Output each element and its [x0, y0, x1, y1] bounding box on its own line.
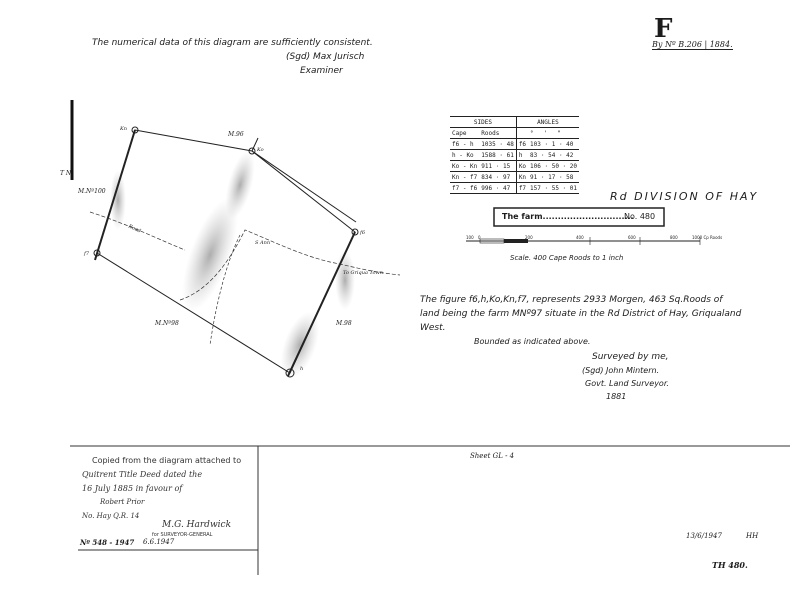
scale-tick-label: 600	[628, 235, 636, 240]
neighbour-m98-east: M.98	[336, 320, 352, 327]
farm-box	[493, 207, 665, 227]
description-line: The figure f6,h,Ko,Kn,f7, represents 293…	[420, 295, 723, 305]
neighbour-mn100: M.Nº100	[78, 188, 106, 195]
scale-tick-label: 800	[670, 235, 678, 240]
copied-line: Copied from the diagram attached to	[92, 456, 242, 465]
consistency-note: The numerical data of this diagram are s…	[92, 38, 373, 48]
neighbour-m96: M.96	[228, 131, 244, 138]
angles-subhead: °'"	[528, 127, 580, 139]
hill-shading	[110, 170, 126, 230]
sides-subhead: Cape	[450, 127, 480, 139]
beacon-ko	[248, 147, 256, 155]
beacon-label-kn: Kn	[120, 126, 127, 132]
beacon-kn	[131, 126, 139, 134]
beacon-h	[285, 368, 295, 378]
road-destination-label: To Griqua Town	[343, 270, 383, 276]
examiner-role: Examiner	[300, 66, 343, 76]
boundary-line-west	[94, 129, 136, 261]
surveyor-signature: (Sgd) John Mintern.	[582, 366, 660, 375]
surveyor-general-signature: M.G. Hardwick	[162, 520, 232, 530]
description-line: West.	[420, 323, 446, 333]
registration-date: 13/6/1947	[686, 532, 722, 540]
sides-subhead: Roods	[479, 127, 517, 139]
scale-caption: Scale. 400 Cape Roods to 1 inch	[510, 254, 624, 262]
beacon-label-ko: Ko	[257, 147, 264, 153]
boundary-line-east	[287, 231, 356, 377]
scale-tick-label: 400	[576, 235, 584, 240]
surveyor-title: Govt. Land Surveyor.	[585, 379, 669, 388]
hill-shading	[182, 198, 238, 312]
sides-title: SIDES	[450, 116, 517, 128]
neighbour-mn98-west: M.Nº98	[155, 320, 179, 327]
description-line: land being the farm MNº97 situate in the…	[420, 309, 742, 319]
diagram-number: Nº 548 - 1947	[80, 538, 135, 547]
sheet-reference: Sheet GL - 4	[470, 452, 515, 460]
division-title: Rd DIVISION OF HAY	[610, 190, 759, 203]
scale-tick-label: 100	[466, 235, 474, 240]
copied-name: Robert Prior	[100, 498, 145, 506]
scale-tick-label: 200	[525, 235, 533, 240]
th-number: TH 480.	[712, 560, 748, 570]
true-north-label: T N	[60, 170, 72, 177]
beacon-label-f6: f6	[360, 230, 366, 236]
bounded-note: Bounded as indicated above.	[474, 337, 591, 346]
hill-shading	[225, 151, 255, 219]
scale-tick-label: 1000 Cp Roods	[692, 235, 723, 240]
surveyor-line: Surveyed by me,	[592, 352, 669, 362]
scale-bar-segment	[504, 239, 528, 243]
scale-tick-label: 0	[478, 235, 481, 240]
diagram-letter: F	[654, 14, 673, 44]
copied-number: No. Hay Q.R. 14	[82, 512, 140, 520]
spring-label: S Ann	[255, 240, 271, 246]
road	[89, 211, 186, 251]
farm-number: No. 480	[624, 212, 656, 221]
boundary-line-north	[251, 150, 357, 223]
copied-line: Quitrent Title Deed dated the	[82, 470, 203, 479]
copied-line: 16 July 1885 in favour of	[82, 484, 183, 493]
examiner-signature: (Sgd) Max Jurisch	[286, 52, 365, 62]
beacon-line	[251, 137, 259, 152]
hill-shading	[335, 250, 355, 310]
angles-title: ANGLES	[516, 116, 580, 128]
beacon-f6	[351, 228, 359, 236]
beacon-f7	[93, 249, 101, 257]
surveyor-general-role: for SURVEYOR-GENERAL	[152, 532, 213, 538]
diagram-number-date: 6.6.1947	[143, 538, 175, 546]
diagram-reference: By Nº B.206 | 1884.	[652, 40, 733, 50]
beacon-label-f7: f7	[84, 251, 90, 257]
beacon-label-h: h	[300, 366, 304, 372]
registration-initials: HH	[746, 532, 759, 540]
road	[209, 234, 241, 346]
road	[179, 229, 401, 301]
farm-label: The farm..............................	[502, 212, 634, 221]
survey-year: 1881	[606, 392, 627, 401]
